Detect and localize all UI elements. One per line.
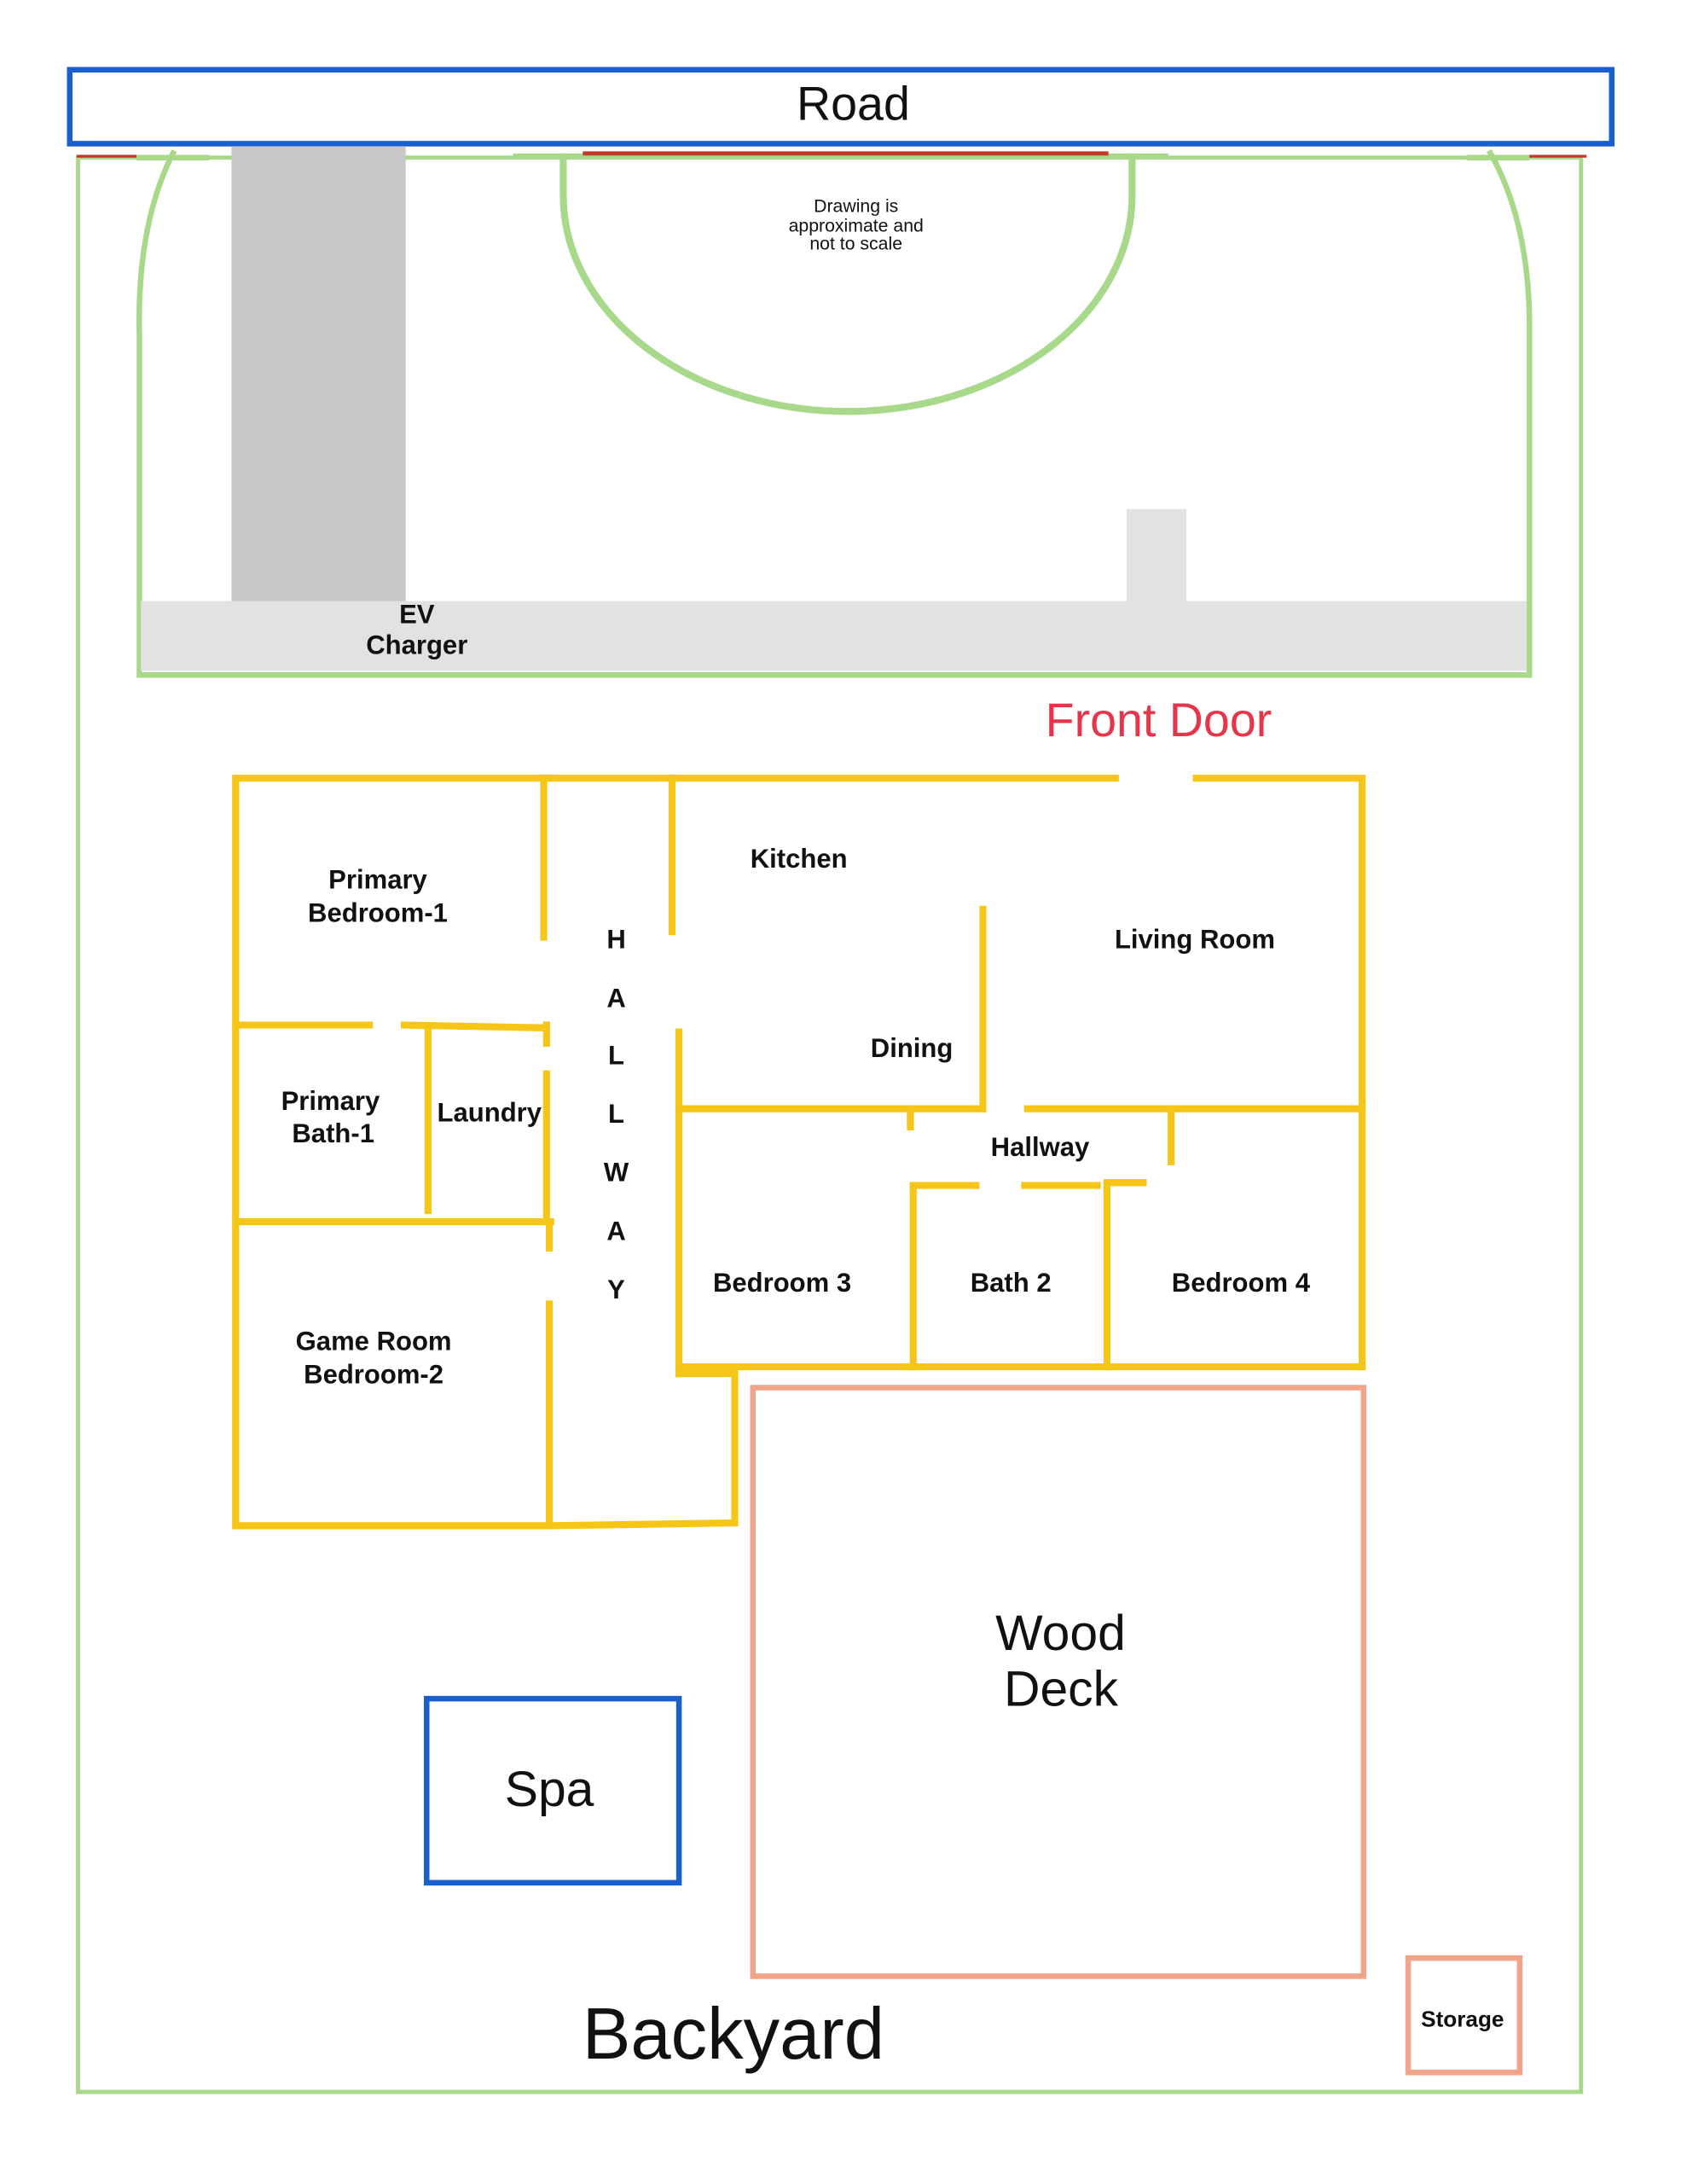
road-label: Road (797, 78, 910, 131)
semicircle-lawn (559, 153, 1136, 415)
room-label-primary-bath: Primary (281, 1086, 380, 1116)
room-label-primary-bath: Bath-1 (292, 1118, 374, 1148)
spa-label: Spa (505, 1762, 594, 1817)
room-label-dining: Dining (871, 1033, 954, 1063)
room-label-primary-bedroom: Primary (328, 864, 427, 894)
hallway-letter: A (606, 983, 625, 1013)
storage-shed (1405, 1955, 1523, 2076)
backyard-label: Backyard (583, 1994, 884, 2075)
hallway-letter: L (608, 1040, 624, 1070)
room-label-hallway: Hallway (991, 1132, 1090, 1162)
wood-deck (750, 1385, 1367, 1979)
hallway-letter: H (606, 925, 625, 955)
room-label-game-room: Game Room (296, 1326, 452, 1356)
road (67, 67, 1615, 147)
room-label-primary-bedroom: Bedroom-1 (308, 898, 448, 928)
room-label-bath2: Bath 2 (971, 1268, 1052, 1298)
wood-deck-label: Deck (1004, 1661, 1119, 1716)
house-walls (232, 775, 1366, 1530)
scale-note: not to scale (809, 234, 902, 254)
storage-label: Storage (1421, 2006, 1504, 2031)
room-label-living-room: Living Room (1115, 925, 1275, 955)
hallway-letter: W (604, 1158, 629, 1188)
scale-note: approximate and (789, 215, 924, 235)
ev-parking-spot (231, 146, 406, 603)
driveway-outline (136, 148, 1533, 678)
room-label-bedroom4: Bedroom 4 (1172, 1268, 1311, 1298)
ev-charger-label: Charger (366, 630, 467, 660)
front-path (1126, 508, 1187, 603)
room-label-bedroom3: Bedroom 3 (713, 1268, 851, 1298)
hallway-letter: A (606, 1216, 625, 1246)
ev-charger-label: EV (399, 600, 435, 630)
room-label-laundry: Laundry (438, 1097, 542, 1127)
hallway-letter: Y (607, 1275, 625, 1304)
scale-note: Drawing is (814, 195, 898, 216)
room-label-game-room: Bedroom-2 (304, 1360, 443, 1390)
room-label-kitchen: Kitchen (751, 844, 848, 874)
hallway-letter: L (608, 1099, 624, 1129)
front-door-label: Front Door (1046, 694, 1272, 746)
wood-deck-label: Wood (995, 1606, 1126, 1661)
main-hallway-label: H A L L W A Y (604, 925, 629, 1304)
walkway (141, 601, 1528, 671)
spa (423, 1695, 682, 1886)
